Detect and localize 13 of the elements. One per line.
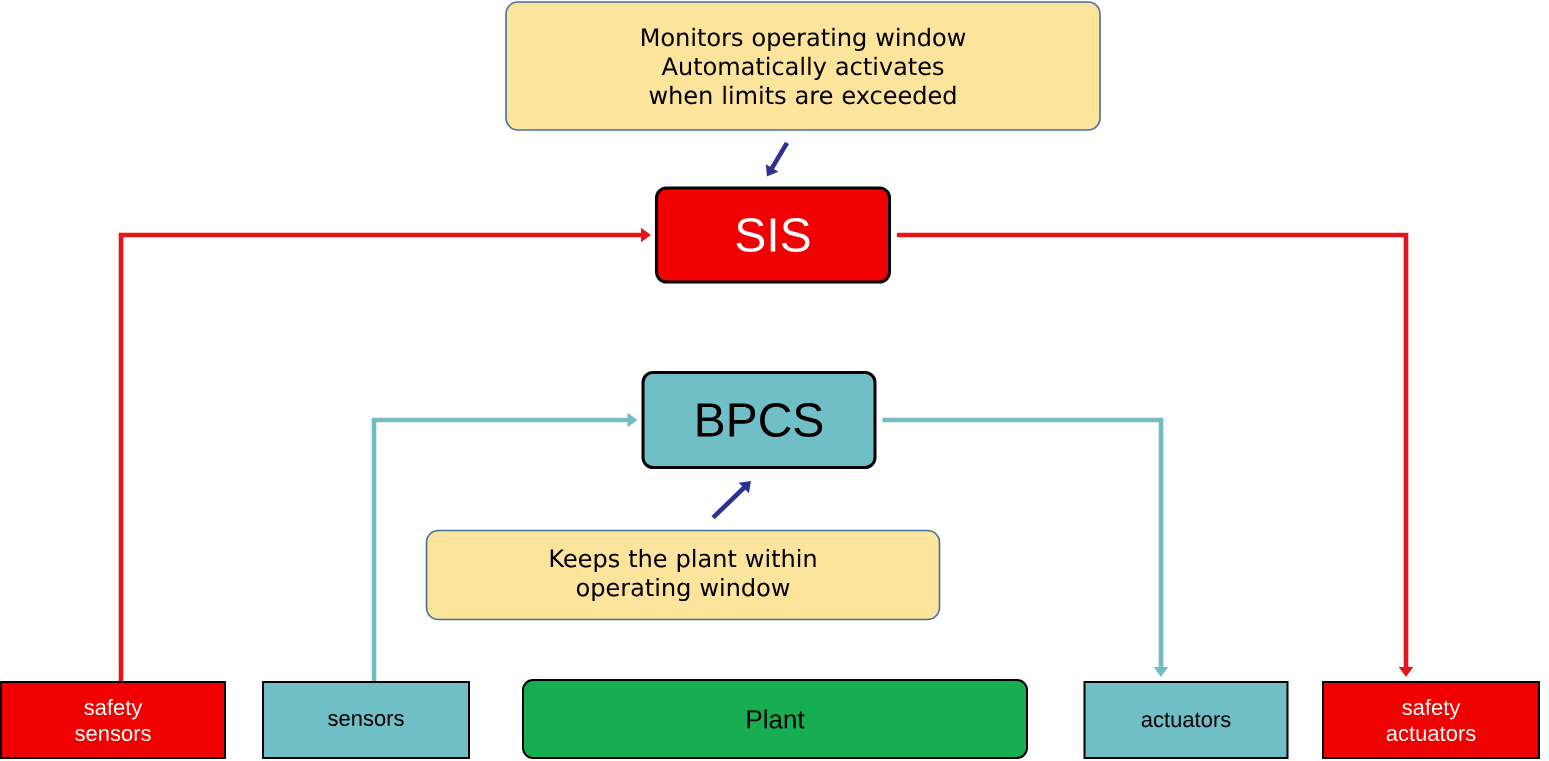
device-box: safety actuators — [1322, 681, 1540, 759]
plant-box: Plant — [522, 679, 1028, 759]
device-box: sensors — [262, 681, 470, 759]
arrow — [882, 417, 1169, 677]
process-box: BPCS — [641, 371, 877, 469]
callout-box: Monitors operating window Automatically activates when limits are exceeded — [505, 1, 1101, 131]
device-box: actuators — [1083, 681, 1289, 759]
process-box: SIS — [655, 186, 891, 284]
callout-box: Keeps the plant within operating window — [425, 529, 941, 621]
arrow — [118, 227, 651, 681]
arrow — [897, 232, 1414, 677]
device-box: safety sensors — [0, 681, 226, 759]
arrow — [711, 481, 751, 520]
